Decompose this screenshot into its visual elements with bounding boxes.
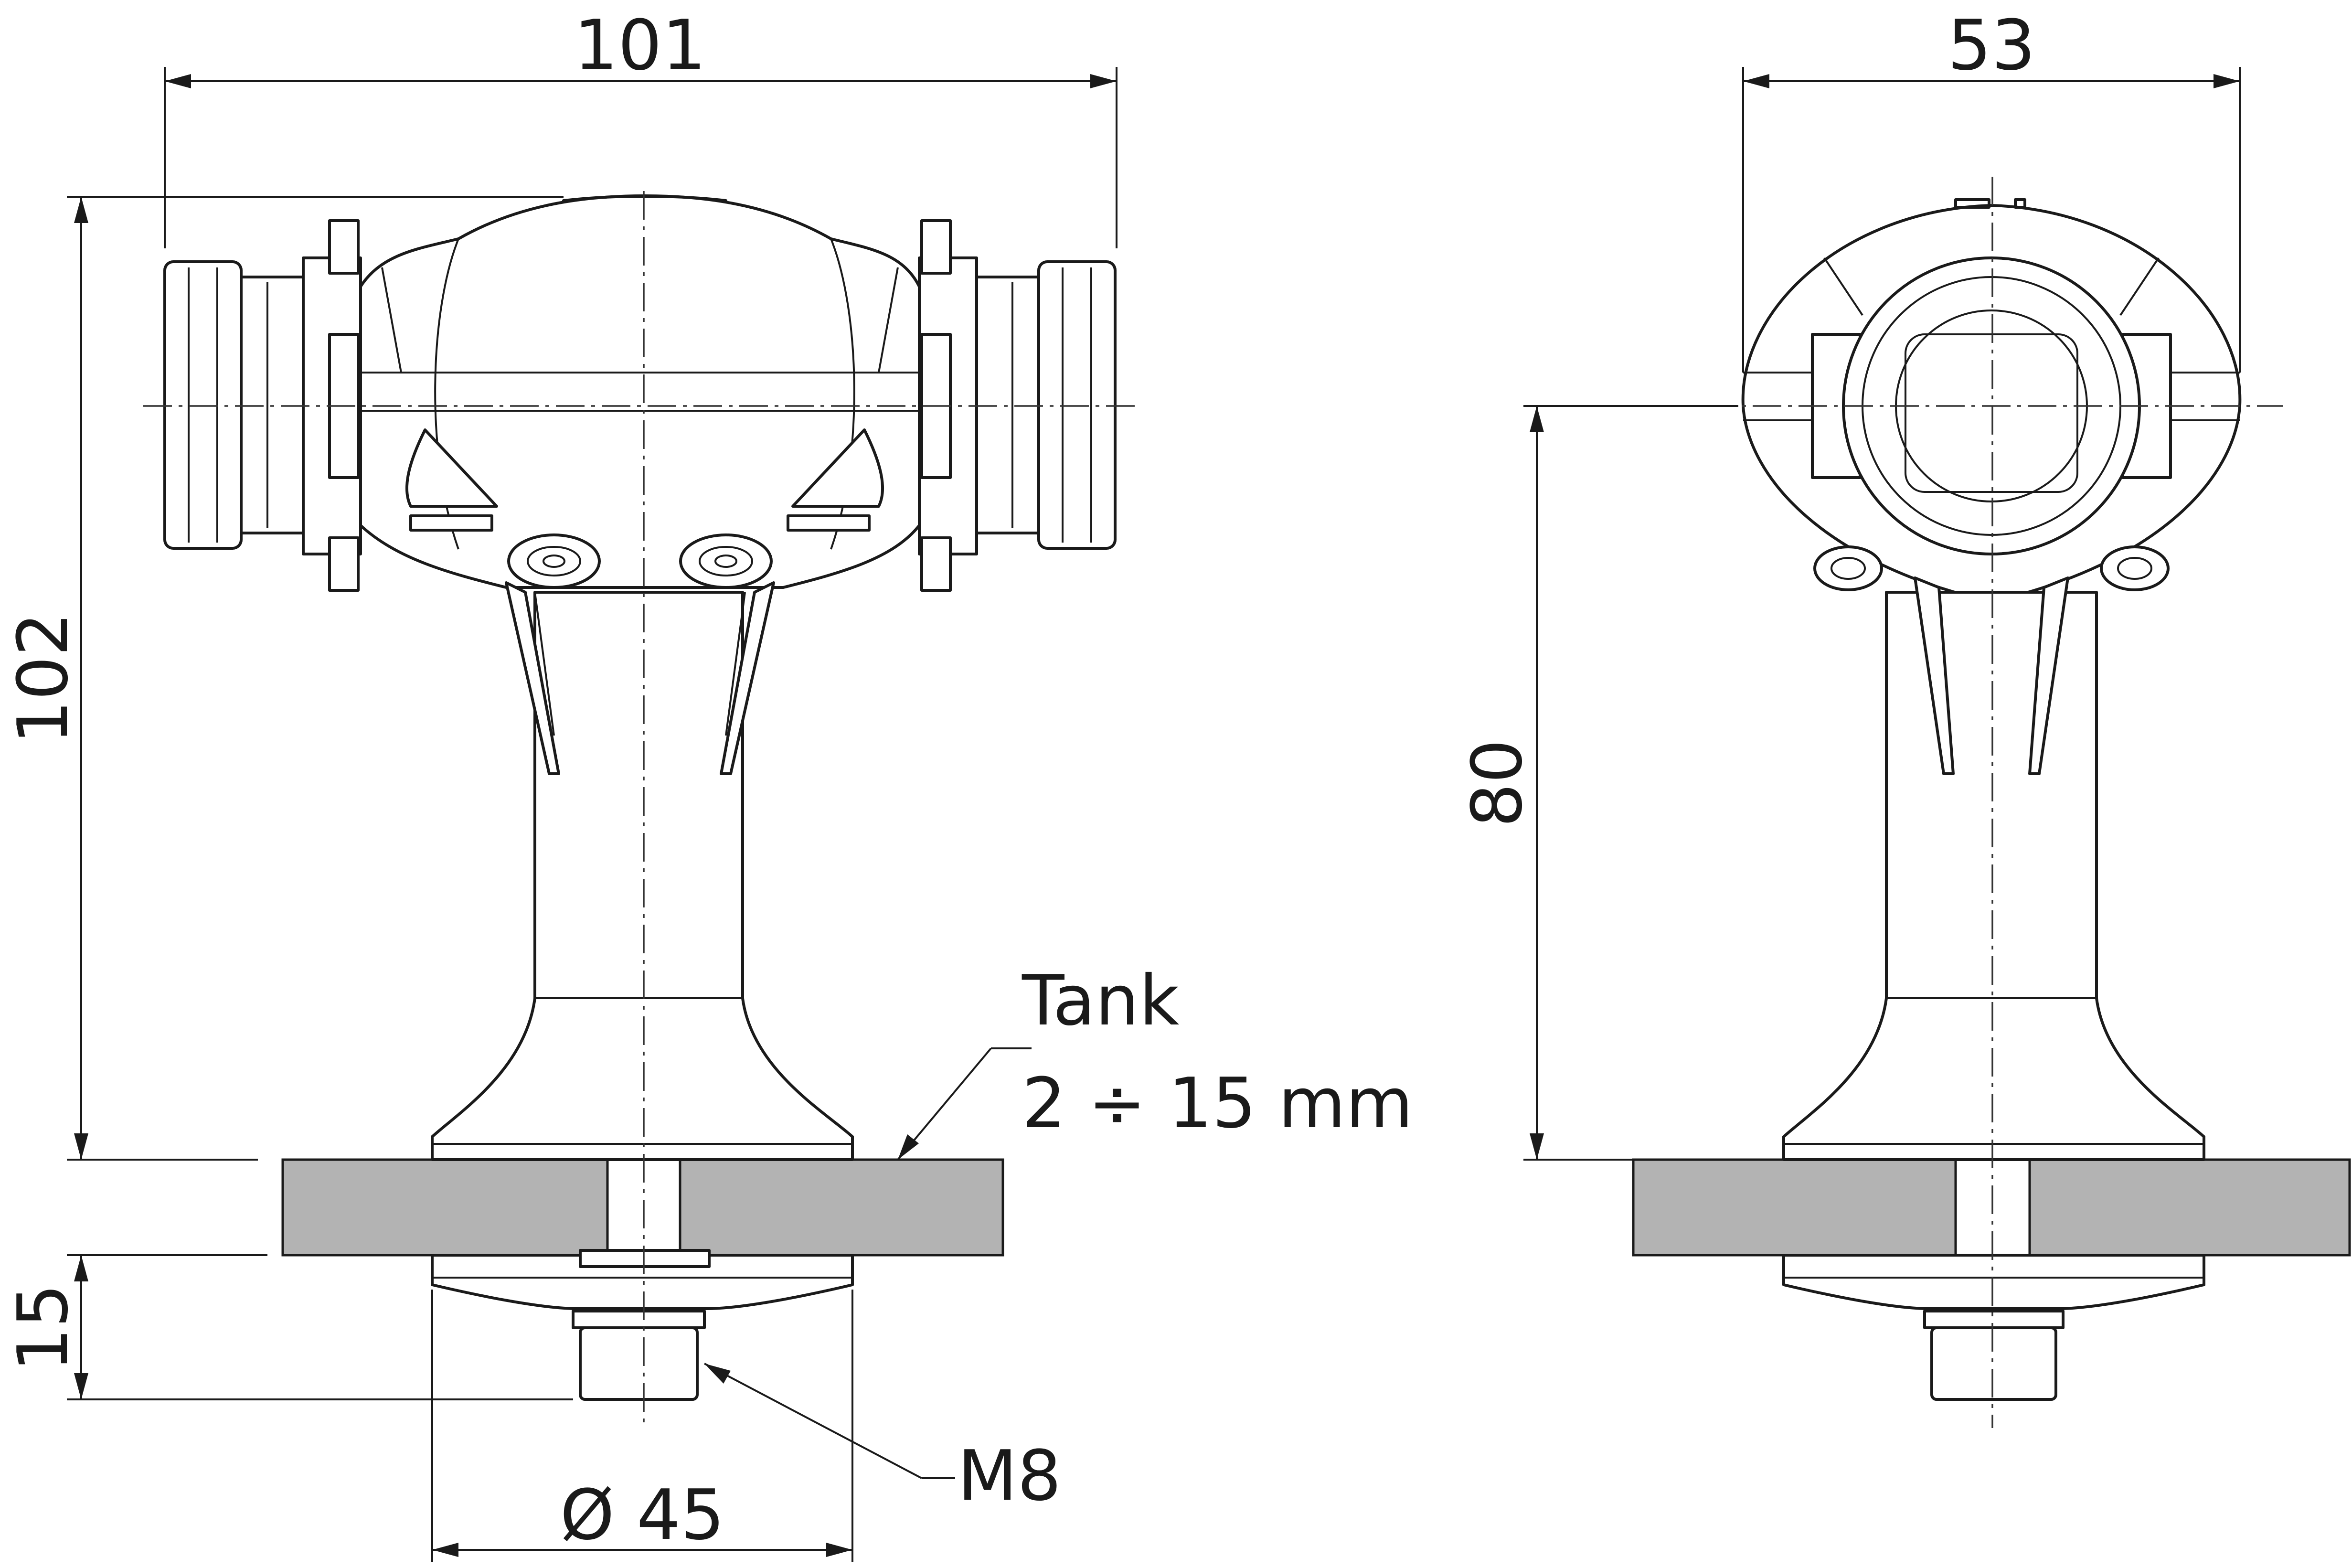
front-view: [143, 191, 1141, 1428]
side-dimensions: 53 80: [1457, 5, 2241, 1161]
stem-side: [1782, 576, 2205, 1161]
width-dimension-53: 53: [1948, 5, 2036, 86]
tank-thickness-label: 2 ÷ 15 mm: [1022, 1063, 1413, 1144]
height-dimension-102: 102: [3, 612, 84, 745]
stem-front: [431, 581, 854, 1161]
nut-height-dimension-15: 15: [3, 1284, 84, 1372]
left-pipe-connector: [163, 219, 362, 592]
side-view: [1523, 177, 2351, 1428]
width-dimension-101: 101: [574, 5, 706, 86]
height-dimension-80: 80: [1457, 739, 1538, 828]
side-head: [1741, 198, 2242, 603]
main-housing: [359, 194, 921, 589]
nut-front: [431, 1249, 854, 1401]
base-diameter-dimension: Ø 45: [560, 1475, 725, 1556]
thread-label-m8: M8: [958, 1436, 1061, 1516]
front-dimensions: 101 102 15 Ø 45 M8 Tank 2 ÷ 15 mm: [3, 5, 1413, 1562]
nut-side: [1782, 1254, 2205, 1401]
tank-label: Tank: [1022, 960, 1179, 1041]
